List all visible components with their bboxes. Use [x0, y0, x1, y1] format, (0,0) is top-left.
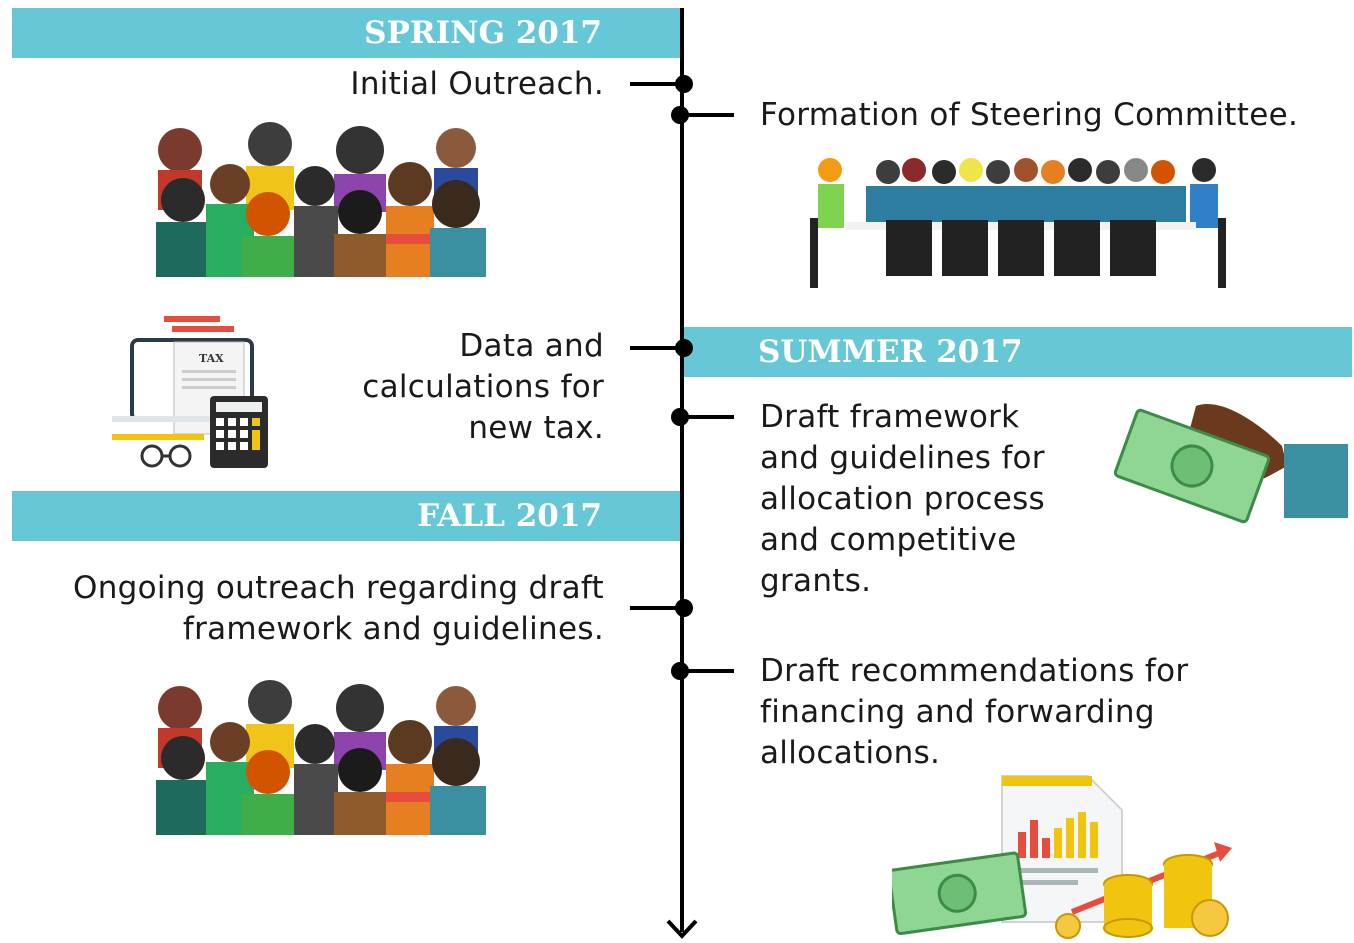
crowd-illustration-icon: [156, 680, 486, 835]
money-hand-icon: [1113, 404, 1348, 524]
phase-label-fall: FALL 2017: [417, 498, 602, 534]
phase-band-fall: FALL 2017: [12, 491, 680, 541]
phase-label-spring: SPRING 2017: [364, 15, 602, 51]
finance-growth-icon: [892, 775, 1232, 939]
dot-draft-recommendations: [671, 662, 689, 680]
crowd-illustration-icon: [156, 122, 486, 277]
timeline-arrowhead: [666, 919, 698, 939]
dot-draft-framework: [671, 408, 689, 426]
meeting-table-icon: [810, 158, 1226, 288]
dot-initial-outreach: [675, 75, 693, 93]
milestone-steering-committee: Formation of Steering Committee.: [760, 97, 1299, 133]
milestone-draft-framework: Draft framework and guidelines for alloc…: [760, 399, 1045, 599]
phase-band-summer: SUMMER 2017: [684, 327, 1352, 377]
milestone-draft-recommendations: Draft recommendations for financing and …: [760, 653, 1189, 771]
dot-data-calc: [675, 339, 693, 357]
milestone-ongoing-outreach: Ongoing outreach regarding draft framewo…: [73, 570, 604, 647]
phase-label-summer: SUMMER 2017: [758, 334, 1023, 370]
dot-ongoing-outreach: [675, 599, 693, 617]
milestone-data-calc: Data and calculations for new tax.: [362, 328, 604, 446]
milestone-initial-outreach: Initial Outreach.: [350, 66, 604, 102]
dot-steering-committee: [671, 106, 689, 124]
tax-label: TAX: [199, 352, 224, 365]
tax-calculator-icon: TAX: [112, 316, 268, 468]
phase-band-spring: SPRING 2017: [12, 8, 680, 58]
